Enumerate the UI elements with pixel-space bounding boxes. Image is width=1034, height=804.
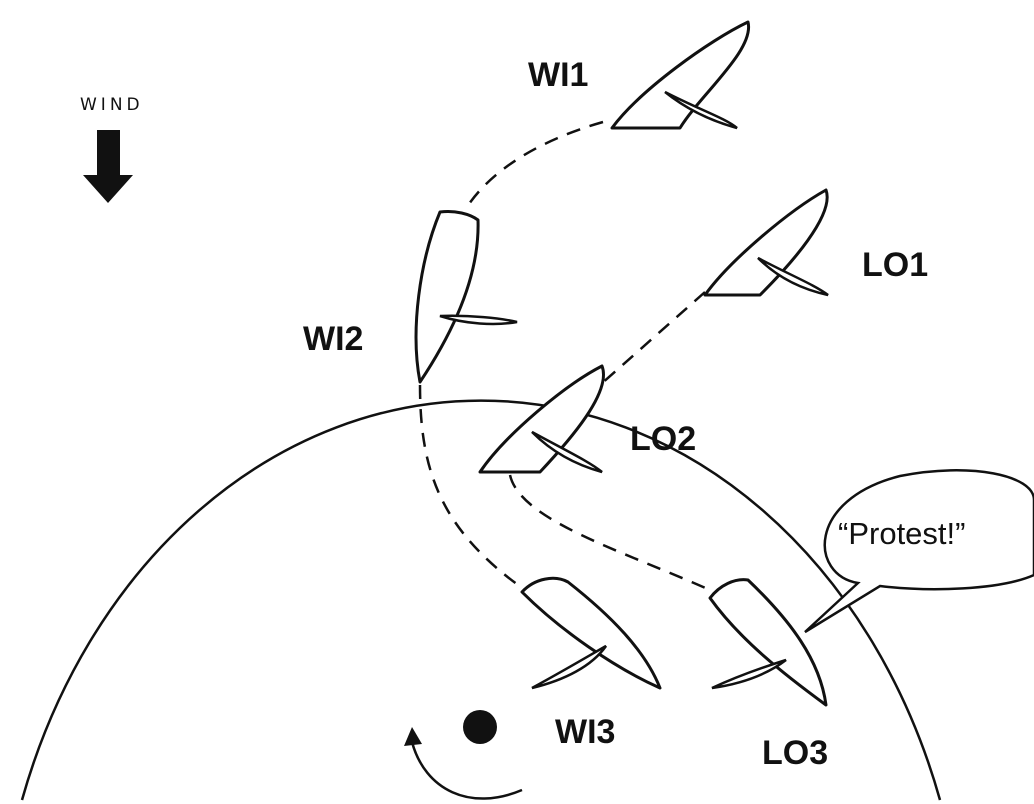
label-wi1: WI1 <box>528 56 588 94</box>
label-lo1: LO1 <box>862 246 928 284</box>
wind-arrow-icon <box>83 130 133 203</box>
leeward-track <box>599 291 706 386</box>
mark-buoy-icon <box>463 710 497 744</box>
boat-wi3 <box>520 576 662 690</box>
rounding-arrow-head <box>404 727 422 746</box>
boat-wi2 <box>414 210 518 384</box>
wind-label: WIND <box>80 95 144 115</box>
speech-text: “Protest!” <box>838 516 965 551</box>
rounding-arrow-icon <box>410 741 523 800</box>
windward-track <box>463 120 604 211</box>
boat-lo3 <box>708 578 828 707</box>
label-lo3: LO3 <box>762 734 828 772</box>
boat-lo1 <box>703 188 829 297</box>
label-wi3: WI3 <box>555 713 615 751</box>
windward-track-2 <box>418 384 526 592</box>
label-lo2: LO2 <box>630 420 696 458</box>
label-wi2: WI2 <box>303 320 363 358</box>
boat-wi1 <box>610 20 751 130</box>
leeward-track-2 <box>508 474 711 592</box>
speech-bubble: “Protest!” <box>804 469 1034 634</box>
boat-lo2 <box>478 364 605 474</box>
